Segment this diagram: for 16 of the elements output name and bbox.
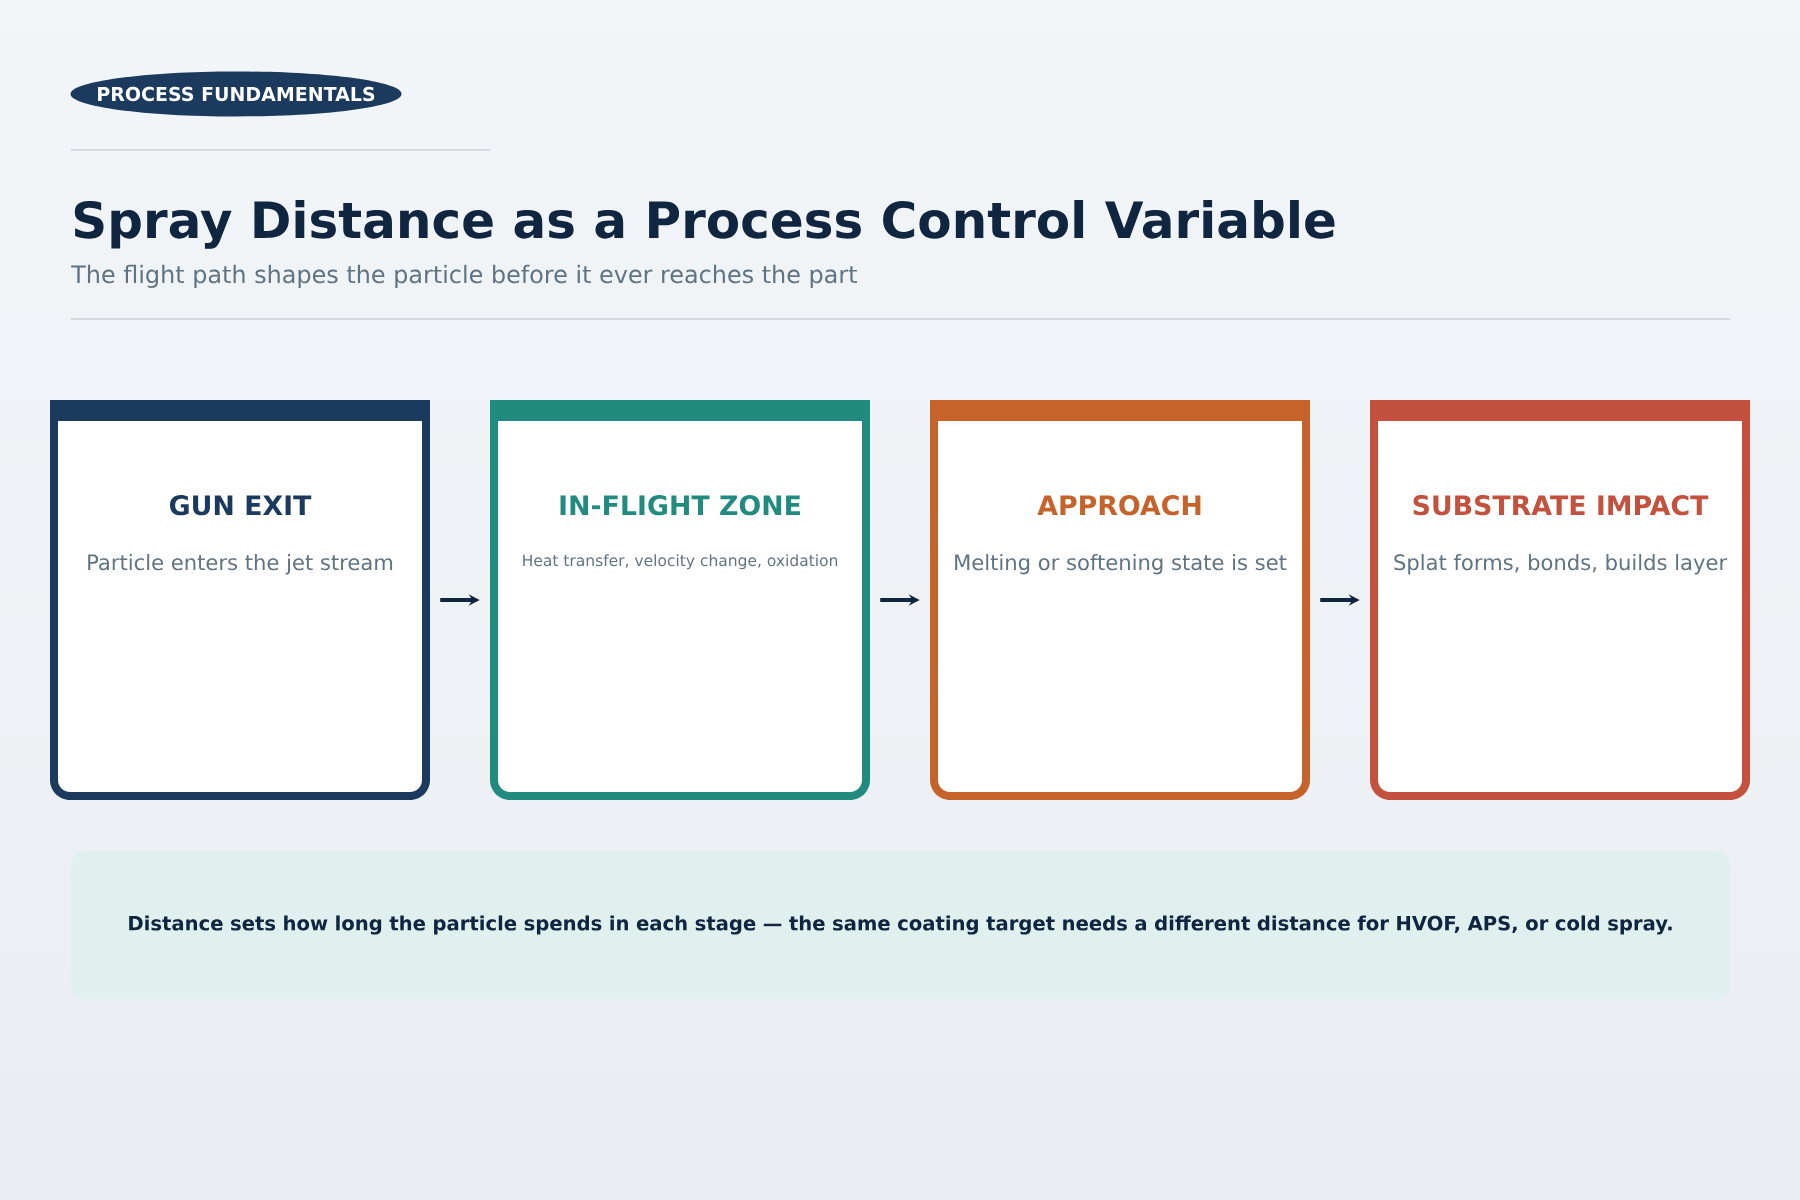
- card-heading: IN-FLIGHT ZONE: [560, 495, 800, 516]
- stage-card: [50, 400, 430, 800]
- card-heading: SUBSTRATE IMPACT: [1413, 495, 1709, 516]
- note-box: Distance sets how long the particle spends in each stage — the same coating target needs a different distance for HVOF, APS, or cold spray.: [71, 851, 1730, 999]
- card-heading: GUN EXIT: [169, 495, 312, 516]
- card-heading: APPROACH: [1037, 495, 1201, 516]
- card-description: Heat transfer, velocity change, oxidation: [523, 554, 838, 570]
- card-description: Splat forms, bonds, builds layer: [1394, 553, 1728, 575]
- stage-card: [1370, 400, 1750, 800]
- subtitle: The flight path shapes the particle before it ever reaches the part: [71, 264, 857, 288]
- category-badge: PROCESS FUNDAMENTALS: [70, 71, 402, 117]
- stage-card: [490, 400, 870, 800]
- title: Spray Distance as a Process Control Variable: [74, 200, 1335, 249]
- card-description: Melting or softening state is set: [955, 553, 1287, 575]
- card-description: Particle enters the jet stream: [88, 553, 393, 575]
- stage-card: [930, 400, 1310, 800]
